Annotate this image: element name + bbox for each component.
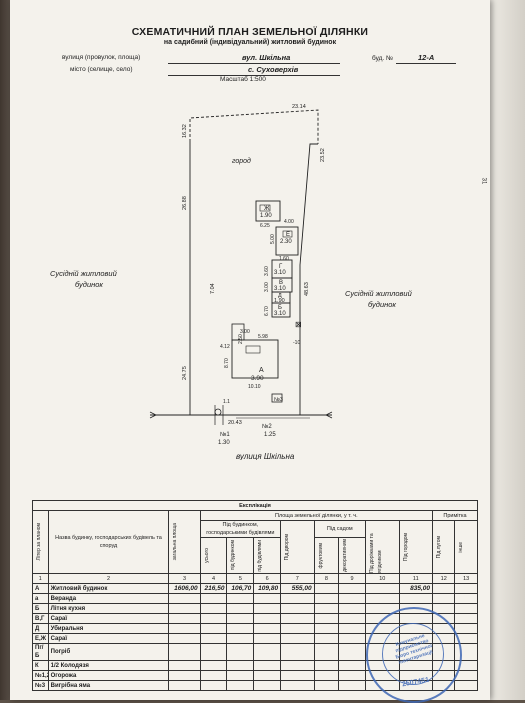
col-lawn: Під лугом <box>432 520 456 574</box>
col-yard: Під двором <box>280 520 315 574</box>
dim-a-width: 10.10 <box>248 384 261 390</box>
col-outbuild: під будівлями <box>253 537 282 574</box>
dim-e-side: 5.00 <box>270 234 276 244</box>
city-value: с. Суховерхів <box>248 65 299 74</box>
building-e <box>275 226 299 256</box>
plot-boundary <box>189 142 318 416</box>
building-d-letter: Д <box>278 293 282 299</box>
fence-label: №2 <box>262 423 272 430</box>
neighbor-left-line2: будинок <box>75 280 103 289</box>
street-value: вул. Шкільна <box>242 53 291 62</box>
col-total-built: усього <box>199 537 228 574</box>
dim-top: 23.14 <box>292 104 306 110</box>
area-caption: Площа земельної ділянки, у т. ч. <box>199 510 434 521</box>
building-a-height: 3.90 <box>251 375 264 382</box>
dim-a-top: 5.98 <box>258 334 268 340</box>
building-e-height: 2.30 <box>280 239 292 245</box>
building-zh <box>255 200 281 222</box>
official-stamp: Комунальне підприємство Бюро технічної і… <box>366 607 462 703</box>
pit-marker <box>271 393 283 403</box>
col-roads: Під доріжками та ягідником <box>364 520 400 574</box>
document-page: СХЕМАТИЧНИЙ ПЛАН ЗЕМЕЛЬНОЇ ДІЛЯНКИ на са… <box>10 0 490 703</box>
dim-e-width: 4.00 <box>284 219 294 225</box>
dim-j-width: 6.25 <box>260 223 270 229</box>
built-caption: Під будинком, господарськими будівлями <box>199 520 282 538</box>
building-g-height: 3.10 <box>274 270 286 276</box>
dim-bottom-short: 1.1 <box>223 399 230 405</box>
city-underline <box>168 75 340 76</box>
street-label: вулиця (провулок, площа) <box>62 54 141 61</box>
dim-a-step: 2.50 <box>238 334 244 344</box>
dim-a-height: 8.70 <box>224 358 230 368</box>
building-a-letter: А <box>259 367 264 374</box>
dim-a-small: 3.00 <box>240 329 250 335</box>
pit-label: №3 <box>274 397 283 403</box>
dim-right-long: 48.63 <box>304 282 310 296</box>
dim-e-small: 1.60 <box>279 256 289 262</box>
dim-top-left: 16.32 <box>182 124 188 138</box>
page-side-number: 31 <box>480 177 487 185</box>
dim-d-height: 6.70 <box>264 306 270 316</box>
street-name-label: вулиця Шкільна <box>236 452 295 460</box>
svg-text:⊠: ⊠ <box>295 320 302 329</box>
dim-left-lower: 24.75 <box>182 366 188 380</box>
dim-right-top: 23.52 <box>320 148 326 162</box>
col-fruit: фруктовим <box>313 537 340 574</box>
col-decor: декоративним <box>338 537 366 574</box>
dim-g-height: 3.60 <box>264 266 270 276</box>
house-number-label: буд. № <box>372 55 393 62</box>
neighbor-left-line1: Сусідній житловий <box>50 269 118 278</box>
street-underline <box>168 63 340 64</box>
col-letter: Літер за планом <box>32 510 49 574</box>
document-title: СХЕМАТИЧНИЙ ПЛАН ЗЕМЕЛЬНОЇ ДІЛЯНКИ <box>131 26 369 38</box>
well-value: 1.30 <box>218 440 230 446</box>
dim-left-upper: 26.88 <box>182 196 188 210</box>
scale-label: Масштаб 1:500 <box>220 76 266 83</box>
well-label: №1 <box>220 431 230 438</box>
dim-a-left-top: 4.12 <box>220 344 230 350</box>
table-caption: Експлікація <box>32 500 478 511</box>
garden-label: город <box>232 157 251 165</box>
dim-left-middle: 7.04 <box>210 283 216 294</box>
garden-dashed-boundary <box>189 109 319 144</box>
building-b-height: 3.10 <box>274 311 286 317</box>
building-zh-height: 1.90 <box>260 213 272 219</box>
building-d-height: 1.90 <box>274 298 285 304</box>
dim-bottom: 20.43 <box>228 420 242 426</box>
garden-caption: Під садом <box>313 520 366 538</box>
col-other: інше <box>454 520 478 574</box>
col-city-garden: Під городом <box>398 520 434 574</box>
building-zh-letter: Ж <box>264 206 270 212</box>
fence-value: 1.25 <box>264 432 276 438</box>
col-total: загальна площа <box>168 510 201 574</box>
building-g-letter: Г <box>279 264 283 270</box>
building-b-letter: Б <box>278 305 282 311</box>
building-e-letter: Е <box>286 232 290 238</box>
neighbor-right-line1: Сусідній житловий <box>345 289 413 298</box>
well-marker <box>214 408 222 416</box>
building-v-letter: В <box>279 280 283 286</box>
notes-caption: Примітка <box>432 510 478 521</box>
house-number-underline <box>396 63 456 64</box>
col-name: Назва будинку, господарських будівель та… <box>47 510 170 574</box>
building-a <box>231 339 279 379</box>
dim-misc: -10 <box>293 340 300 346</box>
building-b <box>271 302 291 318</box>
col-living: під будинком <box>226 537 255 574</box>
site-plan-drawing: ⊠ город Сусідній житловий будинок Сусідн… <box>50 104 413 460</box>
house-number-value: 12-А <box>418 53 435 62</box>
document-subtitle: на садибний (індивідуальний) житловий бу… <box>163 39 337 46</box>
veranda-a <box>231 323 245 341</box>
building-v-height: 3.10 <box>274 286 286 292</box>
dim-v-height: 3.00 <box>264 282 270 292</box>
neighbor-right-line2: будинок <box>368 300 396 309</box>
city-label: місто (селище, село) <box>70 66 133 73</box>
